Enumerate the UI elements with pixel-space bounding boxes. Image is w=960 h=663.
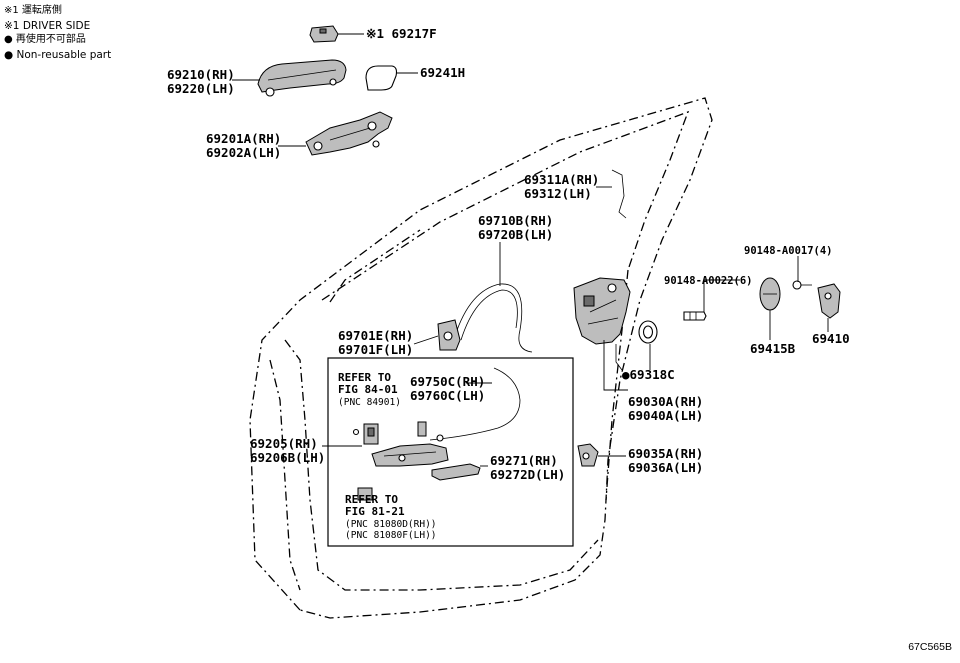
leader-lines — [232, 33, 829, 467]
door-outline — [249, 97, 713, 619]
ref2-line3: (PNC 81080D(RH)) — [345, 519, 437, 530]
legend-nonreuse-en: ● Non-reusable part — [4, 48, 112, 61]
label-69318C: ●69318C — [622, 367, 675, 382]
outside-handle-icon — [257, 59, 347, 97]
label-69272D-lh: 69272D(LH) — [490, 467, 565, 482]
label-69720B-lh: 69720B(LH) — [478, 227, 553, 242]
striker-plate-icon — [759, 277, 781, 311]
label-69271-rh: 69271(RH) — [490, 453, 558, 468]
ref1-line2: FIG 84-01 — [338, 383, 398, 396]
label-90148-A0022: 90148-A0022(6) — [664, 275, 753, 287]
label-69701F-lh: 69701F(LH) — [338, 342, 413, 357]
label-69210-rh: 69210(RH) — [167, 67, 235, 82]
legend-driver-jp: ※1 運転席側 — [4, 5, 62, 16]
label-90148-A0017: 90148-A0017(4) — [744, 245, 833, 257]
ref1-line3: (PNC 84901) — [338, 397, 401, 408]
handle-frame-icon — [305, 111, 393, 156]
label-69701E-rh: 69701E(RH) — [338, 328, 413, 343]
diagram-code: 67C565B — [908, 641, 952, 653]
handle-cover-icon — [309, 25, 339, 43]
label-69710B-rh: 69710B(RH) — [478, 213, 553, 228]
label-69205-rh: 69205(RH) — [250, 436, 318, 451]
striker-screw-icon — [792, 280, 812, 290]
ref2-line2: FIG 81-21 — [345, 505, 405, 518]
inner-panel-box — [327, 357, 574, 547]
label-69036A-lh: 69036A(LH) — [628, 460, 703, 475]
label-69241H: 69241H — [420, 65, 465, 80]
ref2-line4: (PNC 81080F(LH)) — [345, 530, 437, 541]
label-69201A-rh: 69201A(RH) — [206, 131, 281, 146]
label-69415B: 69415B — [750, 341, 796, 356]
ref2-line1: REFER TO — [345, 493, 398, 506]
label-69030A-rh: 69030A(RH) — [628, 394, 703, 409]
lock-cable-icon — [454, 283, 533, 353]
label-69312-lh: 69312(LH) — [524, 186, 592, 201]
lock-knob-icon — [352, 423, 379, 445]
label-69220-lh: 69220(LH) — [167, 81, 235, 96]
striker-icon — [817, 283, 841, 319]
door-check-icon — [577, 443, 599, 467]
label-69202A-lh: 69202A(LH) — [206, 145, 281, 160]
lock-seal-icon — [638, 320, 658, 344]
label-69311A-rh: 69311A(RH) — [524, 172, 599, 187]
legend-nonreuse-jp: ● 再使用不可部品 — [4, 34, 86, 45]
label-69750C-rh: 69750C(RH) — [410, 374, 485, 389]
inside-handle-bezel-icon — [431, 463, 481, 481]
legend: ※1 運転席側 ※1 DRIVER SIDE ● 再使用不可部品 ● Non-r… — [4, 4, 111, 62]
door-lock-icon — [573, 277, 631, 371]
inside-lock-cable-icon — [429, 367, 521, 442]
label-69760C-lh: 69760C(LH) — [410, 388, 485, 403]
inside-handle-icon — [371, 443, 449, 467]
label-69040A-lh: 69040A(LH) — [628, 408, 703, 423]
label-69206B-lh: 69206B(LH) — [250, 450, 325, 465]
label-69410: 69410 — [812, 331, 850, 346]
retainer-icon — [357, 421, 427, 501]
legend-driver-en: ※1 DRIVER SIDE — [4, 19, 91, 32]
handle-gasket-icon — [365, 65, 398, 91]
label-69217F: ※1 69217F — [366, 26, 437, 41]
lock-cable-end-icon — [437, 319, 461, 351]
ref1-line1: REFER TO — [338, 371, 391, 384]
lock-rod-icon — [611, 169, 627, 219]
label-69035A-rh: 69035A(RH) — [628, 446, 703, 461]
bolt-icon — [683, 311, 707, 321]
